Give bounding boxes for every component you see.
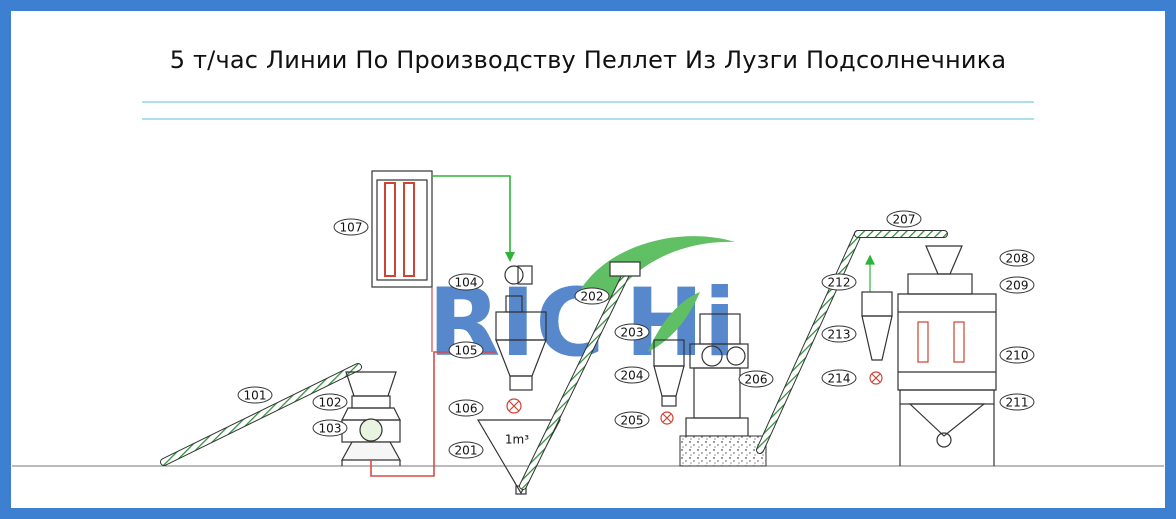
diagram-frame <box>11 11 1165 508</box>
ref-label-ellipse <box>738 370 774 388</box>
ref-label-207: 207 <box>886 210 922 228</box>
ref-label-209: 209 <box>999 276 1035 294</box>
ref-label-212: 212 <box>821 273 857 291</box>
ref-label-205: 205 <box>614 411 650 429</box>
ref-label-ellipse <box>821 369 857 387</box>
ref-label-text: 202 <box>581 290 604 304</box>
ref-label-text: 105 <box>455 344 478 358</box>
conveyor-207 <box>756 230 948 454</box>
ref-label-202: 202 <box>574 287 610 305</box>
ref-label-ellipse <box>448 399 484 417</box>
ref-label-211: 211 <box>999 393 1035 411</box>
ref-label-210: 210 <box>999 346 1035 364</box>
ref-label-text: 203 <box>621 326 644 340</box>
ref-label-203: 203 <box>614 323 650 341</box>
volume-label: 1m³ <box>505 433 529 447</box>
ref-label-102: 102 <box>312 393 348 411</box>
ref-label-ellipse <box>821 325 857 343</box>
page-title: 5 т/час Линии По Производству Пеллет Из … <box>169 46 1007 74</box>
ref-label-101: 101 <box>237 386 273 404</box>
ref-label-text: 207 <box>893 213 916 227</box>
ref-label-ellipse <box>448 441 484 459</box>
ref-label-text: 212 <box>828 276 851 290</box>
ref-label-ellipse <box>999 249 1035 267</box>
ref-label-ellipse <box>821 273 857 291</box>
ref-label-text: 205 <box>621 414 644 428</box>
cyclone-203-205 <box>653 339 685 425</box>
ref-label-text: 104 <box>455 276 478 290</box>
ref-label-ellipse <box>614 366 650 384</box>
ref-label-107: 107 <box>333 218 369 236</box>
ref-label-ellipse <box>614 323 650 341</box>
concrete-base <box>679 435 767 467</box>
ref-label-ellipse <box>886 210 922 228</box>
ref-label-206: 206 <box>738 370 774 388</box>
ref-label-text: 107 <box>340 221 363 235</box>
ref-label-ellipse <box>312 419 348 437</box>
ref-label-ellipse <box>574 287 610 305</box>
ref-label-text: 102 <box>319 396 342 410</box>
ref-label-104: 104 <box>448 273 484 291</box>
ref-label-214: 214 <box>821 369 857 387</box>
ref-label-text: 214 <box>828 372 851 386</box>
ref-label-103: 103 <box>312 419 348 437</box>
air-pipe-green <box>432 175 511 252</box>
ref-label-text: 210 <box>1006 349 1029 363</box>
cyclone-105-106 <box>495 295 547 414</box>
ref-label-text: 211 <box>1006 396 1029 410</box>
ref-label-ellipse <box>999 346 1035 364</box>
hammer-mill-102-103 <box>340 371 402 466</box>
ref-label-text: 201 <box>455 444 478 458</box>
ref-label-text: 204 <box>621 369 644 383</box>
ref-label-text: 206 <box>745 373 768 387</box>
ref-label-text: 209 <box>1006 279 1029 293</box>
ref-label-204: 204 <box>614 366 650 384</box>
cyclone-212-214 <box>861 254 893 385</box>
ref-label-201: 201 <box>448 441 484 459</box>
ref-label-ellipse <box>614 411 650 429</box>
ref-label-text: 101 <box>244 389 267 403</box>
watermark-swoosh <box>575 236 735 300</box>
ref-label-208: 208 <box>999 249 1035 267</box>
ref-label-ellipse <box>448 273 484 291</box>
counterflow-cooler-208-211 <box>897 245 997 466</box>
ref-label-text: 208 <box>1006 252 1029 266</box>
ref-label-105: 105 <box>448 341 484 359</box>
ref-label-text: 213 <box>828 328 851 342</box>
ref-label-ellipse <box>999 393 1035 411</box>
inclined-conveyor-101 <box>160 363 362 466</box>
ref-label-ellipse <box>448 341 484 359</box>
ref-label-213: 213 <box>821 325 857 343</box>
watermark-leaf <box>648 292 700 352</box>
fan-104 <box>504 265 533 285</box>
watermark-logo: RIC Hi <box>428 236 736 378</box>
ref-label-ellipse <box>312 393 348 411</box>
ref-label-text: 106 <box>455 402 478 416</box>
bag-filter-107 <box>371 170 433 288</box>
ref-label-ellipse <box>333 218 369 236</box>
ref-label-ellipse <box>237 386 273 404</box>
ref-label-106: 106 <box>448 399 484 417</box>
ref-label-ellipse <box>999 276 1035 294</box>
ref-label-text: 103 <box>319 422 342 436</box>
screw-conveyor-202 <box>519 261 641 490</box>
